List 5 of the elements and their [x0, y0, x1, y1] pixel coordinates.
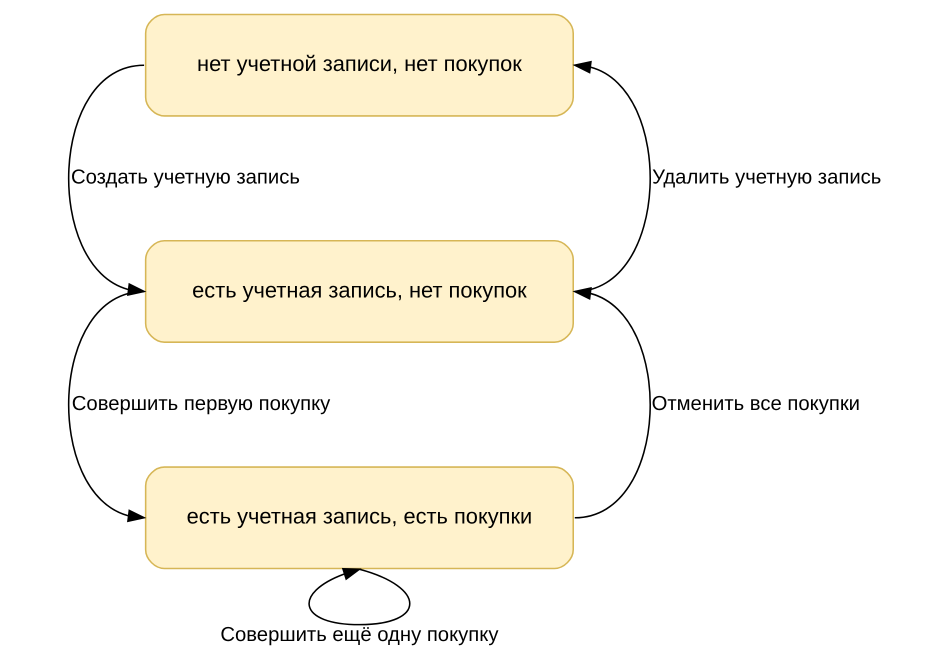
edge-label: Совершить ещё одну покупку: [220, 624, 498, 646]
edge-label: Отменить все покупки: [651, 392, 860, 415]
edge-label: Создать учетную запись: [70, 166, 300, 189]
edge-label: Удалить учетную запись: [652, 166, 881, 189]
edge-label: Совершить первую покупку: [71, 392, 330, 415]
